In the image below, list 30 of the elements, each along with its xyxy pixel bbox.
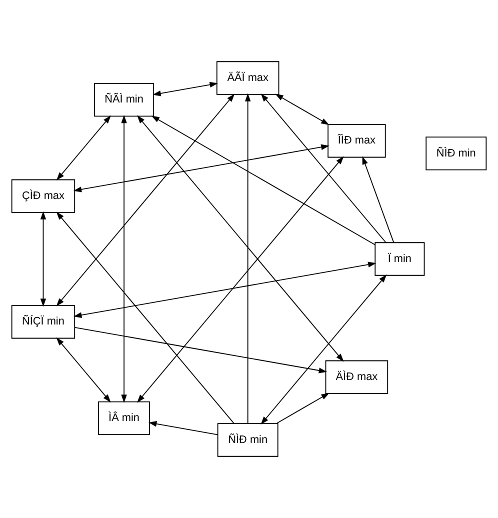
node-box: ÑÌÐ min <box>426 136 487 170</box>
arrow <box>137 115 344 362</box>
arrow <box>148 421 218 436</box>
arrow <box>151 116 376 246</box>
node-box: ÌÂ min <box>98 401 150 435</box>
arrow <box>260 93 386 244</box>
arrow <box>56 337 111 402</box>
node-box: ÑÌÐ min <box>217 423 278 457</box>
arrow <box>137 156 344 403</box>
arrow <box>40 211 46 307</box>
arrow <box>73 144 330 192</box>
arrow <box>56 115 111 180</box>
arrow <box>244 93 251 424</box>
node-box: ÄÌÐ max <box>325 360 388 394</box>
node-box: ÄÃÏ max <box>216 61 280 95</box>
arrow <box>74 326 328 374</box>
node-box: ÑÍÇÏ min <box>11 305 76 339</box>
node-box: ÑÃÌ min <box>94 83 154 117</box>
arrow <box>276 392 330 424</box>
node-box: Ï min <box>374 242 425 276</box>
arrow <box>152 82 218 96</box>
arrow <box>362 156 394 244</box>
arrow <box>260 274 387 425</box>
arrow <box>121 114 127 403</box>
arrow <box>56 94 235 306</box>
arrow <box>275 94 330 126</box>
node-box: ÇÌÐ max <box>11 179 76 213</box>
arrow <box>56 212 234 424</box>
arrow <box>73 262 376 318</box>
node-box: ÎÌÐ max <box>328 124 386 158</box>
